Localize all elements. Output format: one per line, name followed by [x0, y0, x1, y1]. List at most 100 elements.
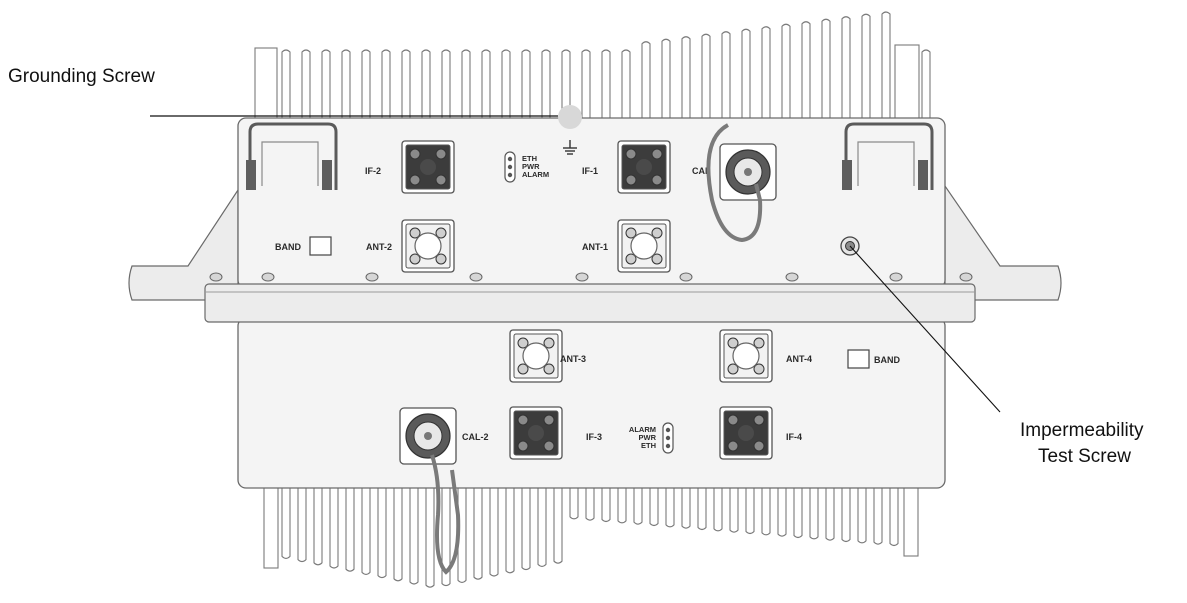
- heatsink-fin-top: [701, 33, 711, 125]
- heatsink-fin-top: [441, 49, 451, 125]
- heatsink-fin-bottom: [585, 480, 595, 521]
- heatsink-fin-bottom: [825, 480, 835, 541]
- label-if2: IF-2: [365, 166, 381, 176]
- heatsink-fin-top: [541, 49, 551, 125]
- impermeability-label-line1: Impermeability: [1020, 420, 1144, 441]
- top-heatsink-fins: [254, 11, 931, 127]
- flange-bolt: [785, 272, 799, 282]
- heatsink-fin-top: [841, 16, 851, 125]
- heatsink-fin-top: [801, 21, 811, 125]
- heatsink-fin-top: [401, 49, 411, 125]
- heatsink-fin-top: [881, 11, 891, 125]
- heatsink-fin-bottom: [361, 480, 371, 575]
- heatsink-fin-top: [861, 13, 871, 125]
- heatsink-fin-bottom: [521, 480, 531, 571]
- heatsink-fin-bottom: [473, 480, 483, 580]
- heatsink-fin-top: [421, 49, 431, 125]
- heatsink-fin-bottom: [697, 480, 707, 531]
- upper-housing: [237, 117, 946, 289]
- heatsink-fin-top: [301, 49, 311, 125]
- connectors: [399, 140, 777, 465]
- heatsink-fin-bottom: [553, 480, 563, 564]
- ground-symbol-icon: [563, 140, 577, 155]
- band-label-top: BAND: [275, 242, 301, 252]
- heatsink-fin-top: [721, 31, 731, 125]
- flange-bolt: [469, 272, 483, 282]
- led-label-pwr-bottom: PWR: [639, 433, 657, 442]
- connector-if3: [509, 406, 563, 460]
- led-label-alarm-bottom: ALARM: [629, 425, 656, 434]
- heatsink-fin-top: [341, 49, 351, 125]
- heatsink-fin-bottom: [841, 480, 851, 543]
- flange-bolt: [261, 272, 275, 282]
- connector-ant4: [719, 329, 773, 383]
- heatsink-fin-bottom: [393, 480, 403, 582]
- heatsink-fin-top: [781, 23, 791, 125]
- heatsink-fin-bottom: [681, 480, 691, 529]
- heatsink-fin-bottom: [537, 480, 547, 567]
- heatsink-fin-bottom: [665, 480, 675, 528]
- led-window-top: [504, 151, 516, 183]
- heatsink-fin-bottom: [409, 480, 419, 585]
- heatsink-fin-bottom: [873, 480, 883, 545]
- heatsink-end-fin-top-right: [894, 44, 920, 126]
- heatsink-fin-bottom: [745, 480, 755, 535]
- heatsink-end-fin-top-left: [254, 47, 278, 127]
- impermeability-screw-leader: [849, 245, 1001, 413]
- heatsink-fin-top: [521, 49, 531, 125]
- heatsink-fin-bottom: [441, 480, 451, 587]
- heatsink-fin-top: [681, 36, 691, 125]
- label-ant2: ANT-2: [366, 242, 392, 252]
- led-label-alarm: ALARM: [522, 170, 549, 179]
- flange-bolts: [209, 272, 973, 282]
- label-if4: IF-4: [786, 432, 802, 442]
- label-if3: IF-3: [586, 432, 602, 442]
- bottom-heatsink-fins: [263, 479, 919, 588]
- heatsink-fin-bottom: [601, 480, 611, 523]
- grounding-screw-label: Grounding Screw: [8, 66, 155, 87]
- connector-ant3: [509, 329, 563, 383]
- heatsink-fin-bottom: [281, 480, 291, 559]
- impermeability-label-line2: Test Screw: [1038, 446, 1131, 467]
- grounding-screw: [558, 105, 582, 129]
- heatsink-fin-bottom: [569, 480, 579, 520]
- heatsink-fin-bottom: [617, 480, 627, 524]
- right-mounting-flange: [944, 184, 1062, 301]
- heatsink-fin-top: [921, 49, 931, 125]
- heatsink-fin-top: [281, 49, 291, 125]
- left-handle: [246, 122, 338, 190]
- band-box-bottom: [847, 349, 870, 369]
- heatsink-fin-bottom: [425, 480, 435, 588]
- flange-bolt: [365, 272, 379, 282]
- connector-cal2: [399, 407, 457, 465]
- connector-if2: [401, 140, 455, 194]
- heatsink-fin-top: [381, 49, 391, 125]
- flange-bolt: [889, 272, 903, 282]
- connector-ant2: [401, 219, 455, 273]
- heatsink-fin-top: [621, 49, 631, 125]
- cal2-cable: [430, 454, 461, 575]
- heatsink-end-fin-bottom-right: [903, 479, 919, 557]
- heatsink-fin-top: [821, 18, 831, 125]
- label-ant3: ANT-3: [560, 354, 586, 364]
- heatsink-fin-top: [641, 41, 651, 125]
- flange-bolt: [575, 272, 589, 282]
- heatsink-end-fin-bottom-left: [263, 479, 279, 569]
- heatsink-fin-bottom: [793, 480, 803, 539]
- connector-if4: [719, 406, 773, 460]
- heatsink-fin-bottom: [489, 480, 499, 577]
- heatsink-fin-bottom: [857, 480, 867, 544]
- heatsink-fin-top: [601, 49, 611, 125]
- heatsink-fin-top: [501, 49, 511, 125]
- band-box-top: [309, 236, 332, 256]
- flange-bolt: [209, 272, 223, 282]
- heatsink-fin-bottom: [505, 480, 515, 574]
- center-flange: [204, 283, 976, 323]
- label-cal2: CAL-2: [462, 432, 489, 442]
- heatsink-fin-top: [581, 49, 591, 125]
- heatsink-fin-bottom: [889, 480, 899, 547]
- heatsink-fin-top: [321, 49, 331, 125]
- band-label-bottom: BAND: [874, 355, 900, 365]
- heatsink-fin-top: [481, 49, 491, 125]
